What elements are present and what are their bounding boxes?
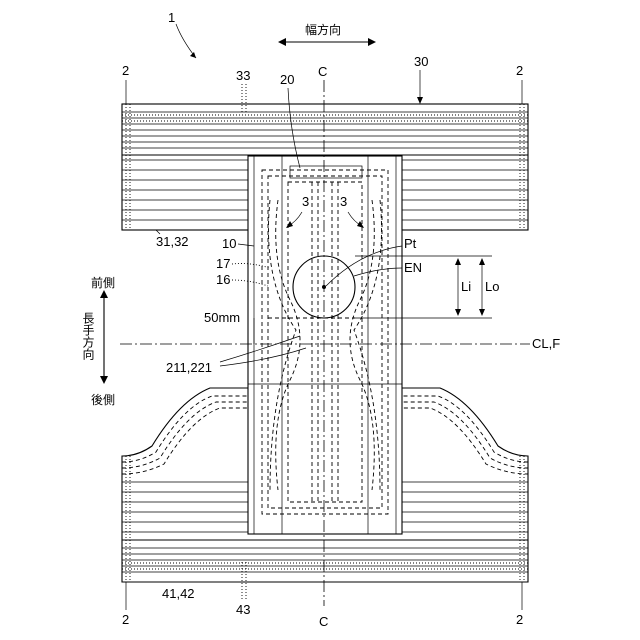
label-17: 17 [216,256,230,271]
width-direction-label: 幅方向 [305,22,341,37]
label-16: 16 [216,272,230,287]
rear-side-label: 後側 [91,393,115,407]
width-arrow-right-head [368,38,376,46]
figure-number-leader [176,24,196,58]
absorbent-body [248,156,402,534]
point-pt [322,285,326,289]
label-2-bottom-right: 2 [516,612,523,627]
figure-number-arrowhead [190,52,196,58]
label-31-32: 31,32 [156,234,189,249]
long-direction-arrow [100,290,108,384]
label-en: EN [404,260,422,275]
label-33: 33 [236,68,250,83]
label-30: 30 [414,54,428,69]
label-cl-f: CL,F [532,336,560,351]
label-10: 10 [222,236,236,251]
long-direction-label: 長手方向 [81,312,95,360]
label-c-bottom: C [319,614,328,629]
label-20: 20 [280,72,294,87]
label-3-left: 3 [302,194,309,209]
label-3-right: 3 [340,194,347,209]
width-arrow-left-head [278,38,286,46]
label-c-top: C [318,64,327,79]
label-41-42: 41,42 [162,586,195,601]
figure-number: 1 [168,10,175,25]
arrow-30 [417,97,423,104]
label-2-top-right: 2 [516,63,523,78]
label-li: Li [461,279,471,294]
label-43: 43 [236,602,250,617]
label-50mm: 50mm [204,310,240,325]
label-2-bottom-left: 2 [122,612,129,627]
label-2-top-left: 2 [122,63,129,78]
label-lo: Lo [485,279,499,294]
label-pt: Pt [404,236,417,251]
front-side-label: 前側 [91,275,115,290]
label-211-221: 211,221 [166,360,212,375]
